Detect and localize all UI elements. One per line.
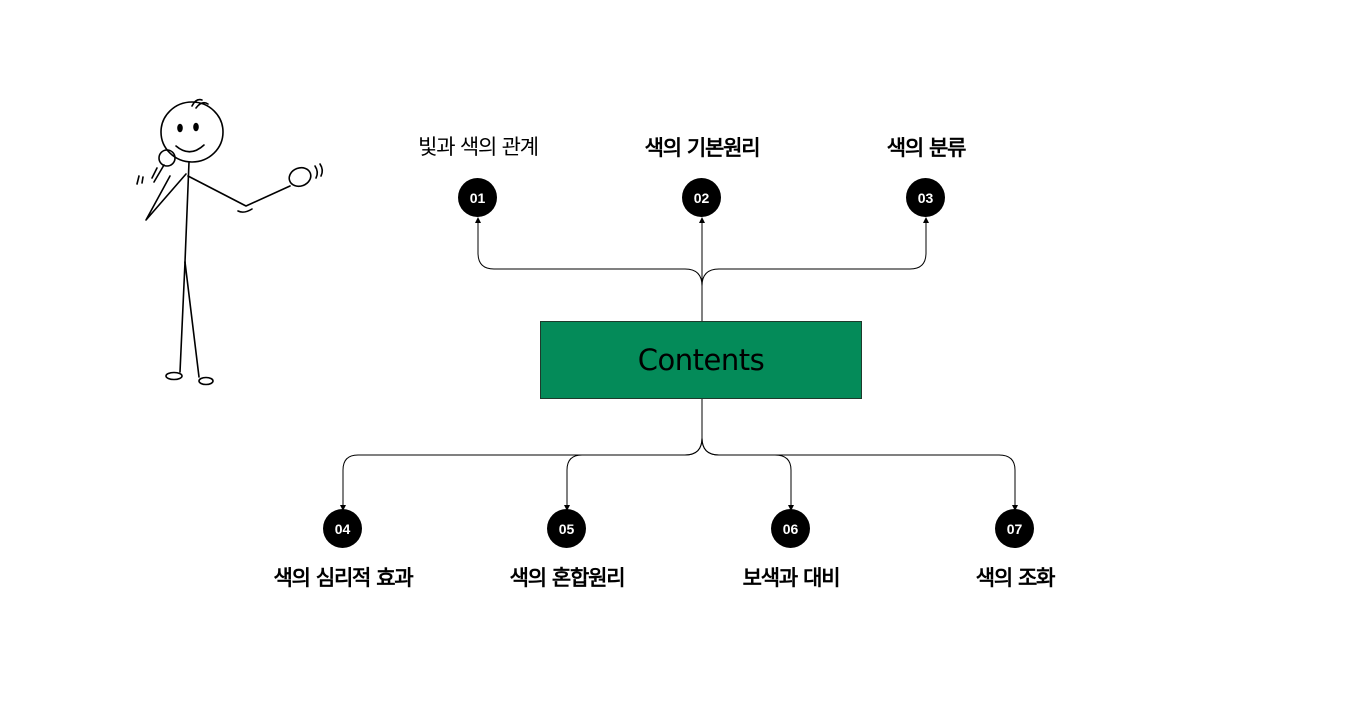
topic-number-04: 04 xyxy=(323,509,362,548)
connector-04 xyxy=(340,399,703,511)
connector-05 xyxy=(564,399,703,511)
contents-title-box: Contents xyxy=(540,321,862,399)
topic-number-06: 06 xyxy=(771,509,810,548)
topic-label-02: 색의 기본원리 xyxy=(644,136,761,160)
topic-label-05: 색의 혼합원리 xyxy=(509,566,626,590)
topic-label-06: 보색과 대비 xyxy=(742,566,841,590)
connector-07 xyxy=(701,399,1018,511)
stick-figure-with-microphone-icon xyxy=(136,98,324,386)
topic-number-07: 07 xyxy=(995,509,1034,548)
topic-number-05: 05 xyxy=(547,509,586,548)
topic-number-03: 03 xyxy=(906,178,945,217)
topic-label-04: 색의 심리적 효과 xyxy=(273,566,413,590)
connector-03 xyxy=(701,217,929,321)
contents-title: Contents xyxy=(637,343,765,377)
connector-01 xyxy=(475,217,703,321)
topic-number-01: 01 xyxy=(458,178,497,217)
topic-label-03: 색의 분류 xyxy=(886,136,967,160)
connector-06 xyxy=(701,399,794,511)
topic-label-07: 색의 조화 xyxy=(975,566,1056,590)
topic-label-01: 빛과 색의 관계 xyxy=(418,135,539,159)
topic-number-02: 02 xyxy=(682,178,721,217)
